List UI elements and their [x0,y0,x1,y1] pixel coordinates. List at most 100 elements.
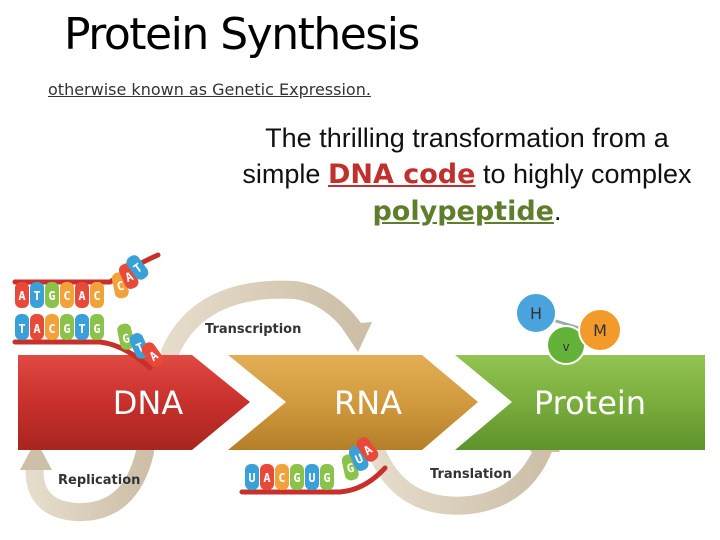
base-letter: A [263,471,271,485]
dna-stage-arrow [18,355,250,450]
base-dna-top: C [90,282,104,308]
base-letter: G [93,322,100,336]
base-letter: U [308,471,315,485]
base-letter: G [346,461,356,476]
process-label-translation: Translation [430,467,512,482]
base-block [45,282,59,308]
base-letter: T [18,322,25,336]
amino-acid-label: M [593,321,607,340]
base-mrna: G [290,464,304,490]
base-letter: C [93,289,100,303]
tagline-text-start: The thrilling transformation from a simp… [242,123,669,189]
base-block [15,282,29,308]
base-mrna: U [305,464,319,490]
base-letter: C [63,289,70,303]
base-block [30,314,44,340]
tagline-text-middle: to highly complex [475,159,692,189]
process-label-transcription: Transcription [205,322,301,337]
base-block [141,342,164,367]
base-letter: G [121,331,131,346]
base-dna-bottom: G [90,314,104,340]
base-dna-top: T [126,255,149,280]
translation-arrow [366,436,554,515]
amino-acid-chain: Hv M [515,292,622,365]
base-block [30,282,44,308]
base-dna-top: G [45,282,59,308]
base-block [320,464,334,490]
base-letter: G [293,471,300,485]
tagline: The thrilling transformation from a simp… [232,120,702,230]
base-dna-bottom: C [45,314,59,340]
base-block [90,314,104,340]
base-mrna: G [320,464,334,490]
base-block [245,464,259,490]
base-block [305,464,319,490]
base-mrna: U [245,464,259,490]
base-block [275,464,289,490]
base-block [348,445,369,471]
base-block [90,282,104,308]
base-block [15,314,29,340]
base-letter: C [278,471,285,485]
keyword-polypeptide: polypeptide [372,196,554,227]
process-label-replication: Replication [58,473,140,488]
stage-label-rna: RNA [334,384,402,422]
base-mrna: A [356,437,379,462]
amino-acid-bead [578,308,622,352]
base-mrna: U [348,445,369,471]
base-letter: C [116,279,126,294]
base-block [75,282,89,308]
stage-label-dna: DNA [113,384,184,422]
base-block [118,263,139,289]
base-letter: U [248,471,255,485]
base-block [45,314,59,340]
protein-stage-arrow [455,355,705,450]
tagline-text-end: . [553,196,562,226]
base-mrna: A [260,464,274,490]
base-dna-bottom: A [141,342,164,367]
base-block [60,314,74,340]
base-mrna: C [275,464,289,490]
base-dna-top: A [15,282,29,308]
base-letter: G [63,322,70,336]
base-block [290,464,304,490]
transcription-arrow [161,280,364,361]
base-block [356,437,379,462]
base-block [60,282,74,308]
base-dna-top: C [60,282,74,308]
base-letter: G [323,471,330,485]
stage-label-protein: Protein [534,384,646,422]
base-dna-bottom: A [30,314,44,340]
base-dna-top: A [75,282,89,308]
replication-arrow-head [20,440,52,470]
base-letter: A [18,289,26,303]
base-block [260,464,274,490]
slide-subtitle: otherwise known as Genetic Expression. [48,80,371,99]
amino-acid-label: v [562,340,569,354]
base-letter: T [78,322,85,336]
base-block [126,255,149,280]
dna-backbone-bottom [12,339,153,371]
base-letter: T [33,289,40,303]
keyword-dna-code: DNA code [327,159,476,190]
base-letter: G [48,289,55,303]
rna-stage-arrow [228,355,478,450]
slide-title: Protein Synthesis [64,9,420,60]
base-block [75,314,89,340]
base-dna-bottom: G [60,314,74,340]
replication-arrow [25,443,154,522]
base-dna-bottom: G [117,323,135,350]
base-block [117,323,135,350]
base-letter: C [48,322,55,336]
amino-acid-label: H [530,304,542,323]
amino-acid-bead [515,292,557,334]
transcription-arrow-head [340,322,372,352]
base-dna-top: T [30,282,44,308]
base-letter: A [33,322,41,336]
